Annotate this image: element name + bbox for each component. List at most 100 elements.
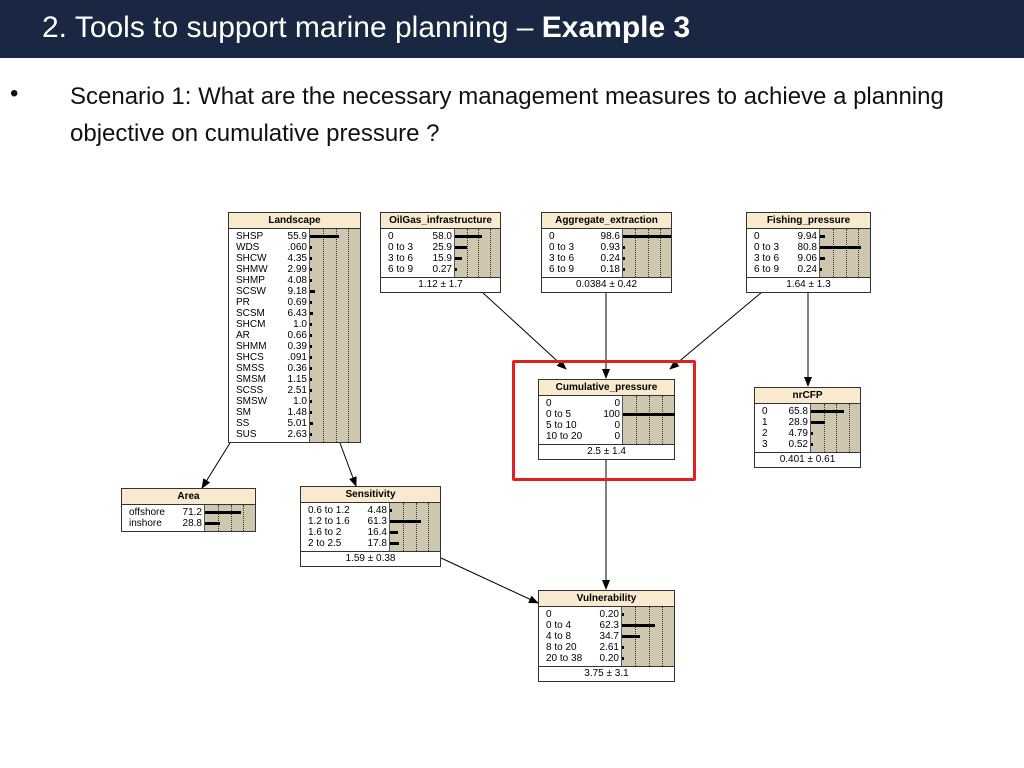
belief-bars: [622, 229, 672, 277]
state-label: SCSS: [236, 385, 264, 396]
belief-bar: [811, 421, 826, 424]
state-value: 1.0: [293, 319, 307, 330]
bar-gridline: [478, 229, 479, 277]
belief-bar: [623, 413, 675, 416]
node-expected-value: 0.0384 ± 0.42: [542, 277, 671, 292]
node-expected-value: 0.401 ± 0.61: [755, 452, 860, 467]
belief-bar: [820, 246, 862, 249]
belief-bars: [621, 607, 674, 666]
state-label: 0: [546, 398, 552, 409]
belief-bar: [310, 246, 312, 249]
belief-bar: [622, 646, 624, 649]
belief-bar: [205, 511, 242, 514]
state-label: SMSS: [236, 363, 265, 374]
state-value: 28.9: [788, 417, 808, 428]
state-label: 6 to 9: [754, 264, 780, 275]
state-value: 0.66: [287, 330, 307, 341]
state-label: 0: [549, 231, 555, 242]
belief-bars: [454, 229, 500, 277]
state-value: 0.20: [599, 653, 619, 664]
state-label: offshore: [129, 507, 165, 518]
state-label: 8 to 20: [546, 642, 577, 653]
belief-bar: [310, 257, 313, 260]
state-value: 4.48: [367, 505, 387, 516]
belief-bar: [390, 509, 393, 512]
state-label: 2 to 2.5: [308, 538, 342, 549]
edge-fishing-to-cumulative: [669, 291, 763, 370]
belief-bar: [622, 624, 656, 627]
belief-bar: [310, 279, 313, 282]
belief-bar: [390, 531, 399, 534]
state-label: 0 to 3: [388, 242, 414, 253]
state-row: 2 to 2.5 17.8: [308, 538, 389, 549]
belief-bar: [310, 345, 312, 348]
state-label: SHMM: [236, 341, 267, 352]
bar-gridline: [636, 396, 637, 444]
state-label: 0 to 3: [549, 242, 575, 253]
state-value: 9.94: [797, 231, 817, 242]
state-label: SCSW: [236, 286, 266, 297]
bar-gridline: [231, 505, 232, 531]
slide-title: 2. Tools to support marine planning – Ex…: [42, 8, 690, 48]
state-label: 6 to 9: [549, 264, 575, 275]
belief-bar: [622, 635, 641, 638]
belief-bar: [310, 422, 313, 425]
state-value: 0.93: [600, 242, 620, 253]
belief-bars: [810, 404, 860, 452]
state-value: 17.8: [367, 538, 387, 549]
bar-gridline: [323, 229, 324, 442]
state-value: 0.69: [287, 297, 307, 308]
belief-bar: [820, 257, 825, 260]
state-value: 4.08: [287, 275, 307, 286]
bar-gridline: [858, 229, 859, 277]
belief-bar: [622, 657, 624, 660]
state-value: 6.43: [287, 308, 307, 319]
belief-bar: [310, 356, 312, 359]
bar-gridline: [824, 404, 825, 452]
state-value: 0.20: [599, 609, 619, 620]
state-label: 0.6 to 1.2: [308, 505, 350, 516]
state-value: 28.8: [182, 518, 202, 529]
belief-bar: [310, 268, 312, 271]
belief-bar: [310, 312, 314, 315]
state-value: 98.6: [600, 231, 620, 242]
belief-bar: [310, 378, 312, 381]
belief-bars: [309, 229, 360, 442]
state-value: 9.06: [797, 253, 817, 264]
node-title: Landscape: [229, 213, 360, 229]
state-value: 2.63: [287, 429, 307, 440]
state-value: 2.51: [287, 385, 307, 396]
state-value: 15.9: [432, 253, 452, 264]
state-value: 0: [614, 398, 620, 409]
bar-gridline: [833, 229, 834, 277]
bar-gridline: [467, 229, 468, 277]
state-value: 0.24: [600, 253, 620, 264]
